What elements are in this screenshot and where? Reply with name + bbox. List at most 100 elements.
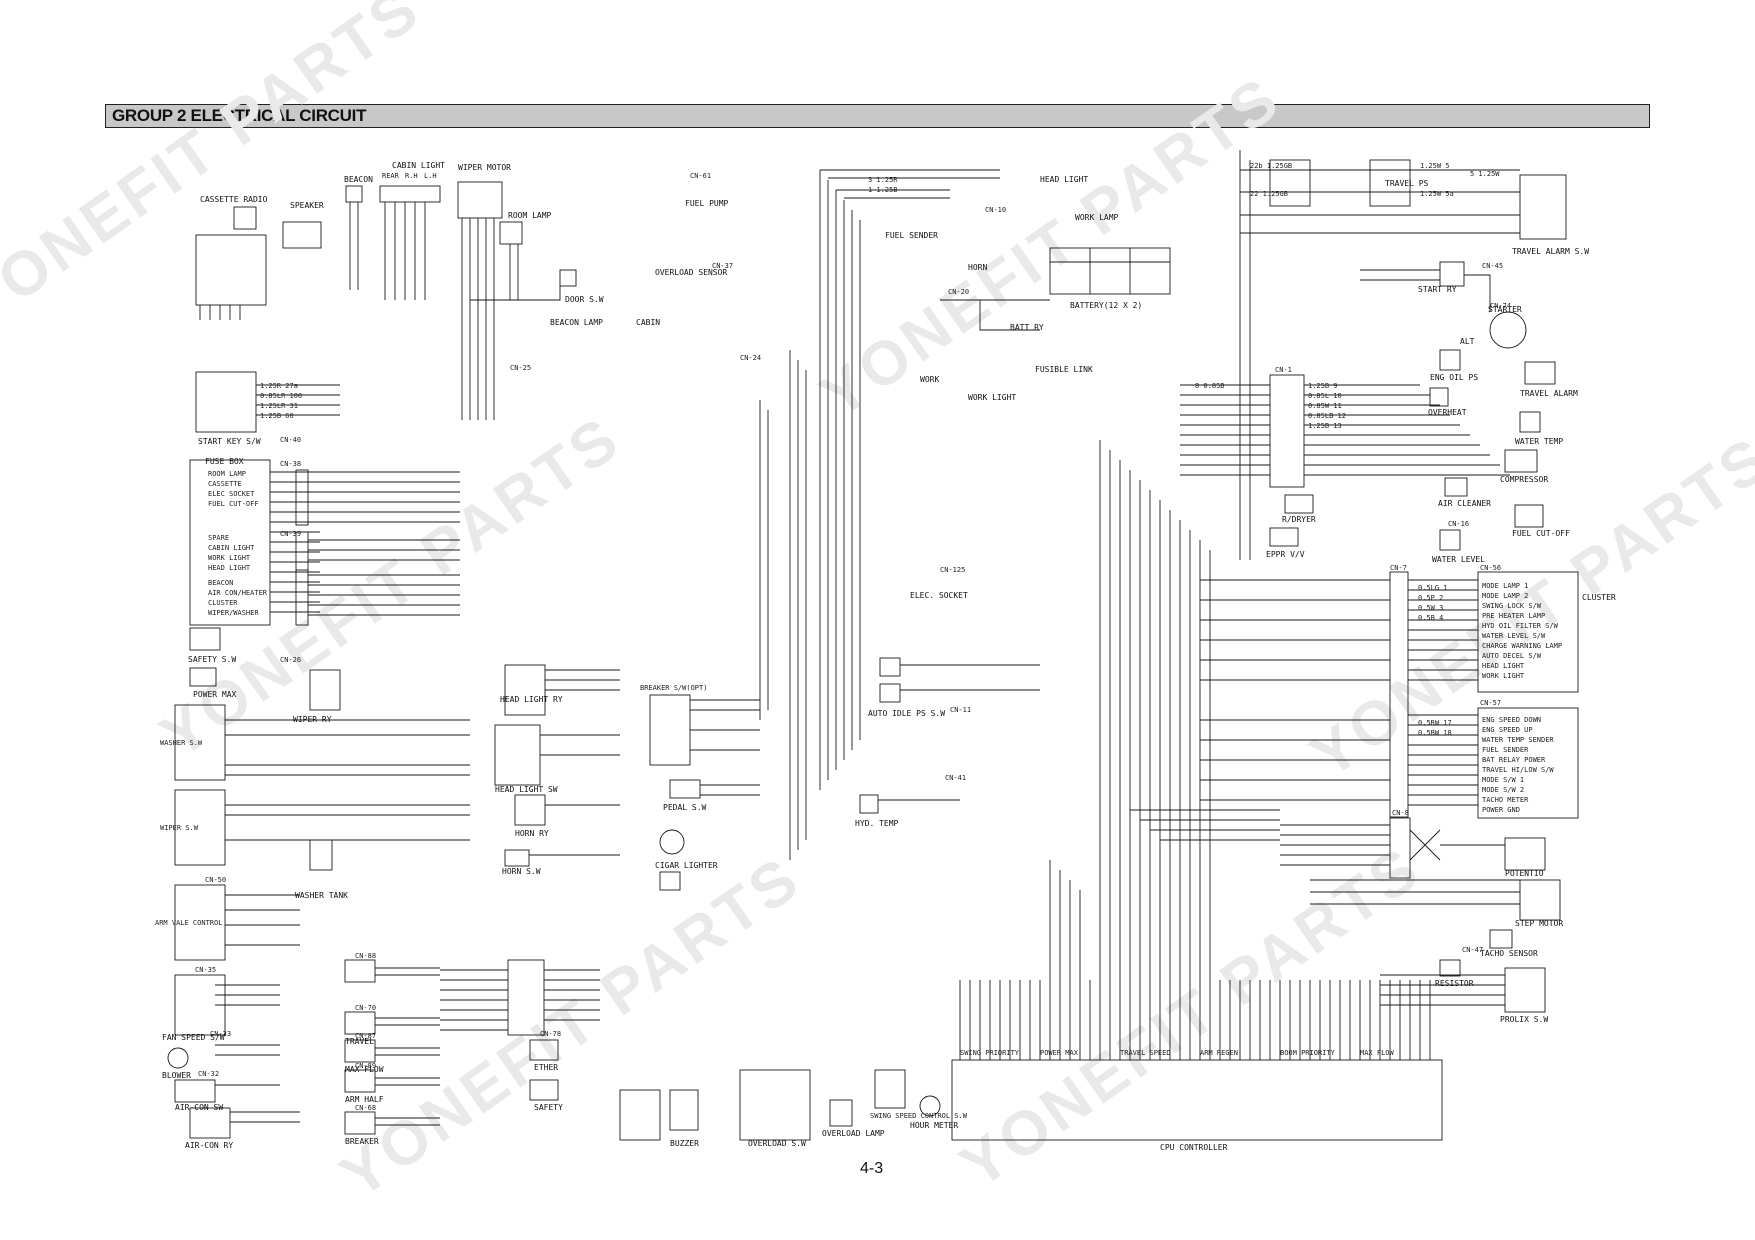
component-label: TRAVEL PS <box>1385 179 1429 188</box>
component-label: HOUR METER <box>910 1121 958 1130</box>
connector-label: CN-87 <box>355 1032 376 1040</box>
breaker-connector <box>344 1111 376 1135</box>
fuse-box-outline <box>189 459 271 626</box>
wire-label: 0.85W 11 <box>1308 402 1342 410</box>
wire-label: 1.25B 60 <box>260 412 294 420</box>
component-label: TACHO SENSOR <box>1480 949 1538 958</box>
component-label: HYD. TEMP <box>855 819 899 828</box>
room-lamp-box <box>499 221 523 245</box>
overheat-box <box>1429 387 1449 407</box>
head-light-switch-box <box>494 724 541 786</box>
arm-half-connector <box>344 1069 376 1093</box>
component-label: TRAVEL ALARM <box>1520 389 1578 398</box>
wire-label: HEAD LIGHT <box>208 564 251 572</box>
connector-label: CN-33 <box>210 1030 231 1038</box>
swing-speed-switch-box <box>874 1069 906 1109</box>
ether-relay <box>619 1089 661 1141</box>
component-label: BEACON LAMP <box>550 318 603 327</box>
component-label: FUSE BOX <box>205 457 244 466</box>
wire-label: ARM REGEN <box>1200 1049 1238 1057</box>
component-label: CABIN LIGHT <box>392 161 445 170</box>
connector-label: CN-39 <box>280 530 301 538</box>
overload-lamp-box <box>829 1099 853 1127</box>
component-label: OVERLOAD S.W <box>748 1139 806 1148</box>
wire-label: POWER GND <box>1482 806 1520 814</box>
component-label: POWER MAX <box>193 690 237 699</box>
wire-label: 1 1.25B <box>868 186 898 194</box>
component-label: ELEC. SOCKET <box>910 591 968 600</box>
compressor-box <box>1504 449 1538 473</box>
cpu-controller-box <box>951 1059 1443 1141</box>
component-label: AUTO IDLE PS S.W <box>868 709 945 718</box>
connector-label: CN-20 <box>948 288 969 296</box>
connector-label: CN-61 <box>690 172 711 180</box>
component-label: HORN RY <box>515 829 549 838</box>
power-max-switch-box <box>189 667 217 687</box>
radio-icon-box <box>233 206 257 230</box>
component-label: ROOM LAMP <box>508 211 552 220</box>
wire-label: ELEC SOCKET <box>208 490 255 498</box>
r-dryer-box <box>1284 494 1314 514</box>
start-key-switch-box <box>195 371 257 433</box>
wire-label: TACHO METER <box>1482 796 1529 804</box>
component-label: SPEAKER <box>290 201 324 210</box>
component-label: HEAD LIGHT RY <box>500 695 563 704</box>
connector-label: CN-11 <box>950 706 971 714</box>
wire-label: 0.5LG 1 <box>1418 584 1448 592</box>
wire-label: FUEL CUT-OFF <box>208 500 259 508</box>
cassette-radio-box <box>195 234 267 306</box>
component-label: STARTER <box>1488 305 1522 314</box>
component-label: BLOWER <box>162 1071 191 1080</box>
wire-label: FUEL SENDER <box>1482 746 1529 754</box>
horn-relay-box <box>514 794 546 826</box>
wire-label: WATER TEMP SENDER <box>1482 736 1554 744</box>
wire-label: 0.85LR 100 <box>260 392 302 400</box>
connector-label: CN-38 <box>280 460 301 468</box>
safety-connector <box>529 1079 559 1101</box>
component-label: AIR CLEANER <box>1438 499 1491 508</box>
starter-motor <box>1489 311 1527 349</box>
wire-label: WORK LIGHT <box>208 554 251 562</box>
wire-label: ROOM LAMP <box>208 470 246 478</box>
wire-label: WATER LEVEL S/W <box>1482 632 1546 640</box>
connector-label: CN-47 <box>1462 946 1483 954</box>
component-label: WORK <box>920 375 939 384</box>
component-label: L.H <box>424 172 437 180</box>
component-label: HORN <box>968 263 987 272</box>
component-label: PEDAL S.W <box>663 803 707 812</box>
wire-label: POWER MAX <box>1040 1049 1079 1057</box>
wire-label: 1.25LR 31 <box>260 402 298 410</box>
door-switch-box <box>559 269 577 287</box>
component-label: POTENTIO <box>1505 869 1544 878</box>
wire-label: CASSETTE <box>208 480 242 488</box>
component-label: HEAD LIGHT <box>1040 175 1088 184</box>
air-con-relay-box <box>189 1107 231 1139</box>
wire-label: CABIN LIGHT <box>208 544 255 552</box>
component-label: WORK LIGHT <box>968 393 1016 402</box>
wire-label: SPARE <box>208 534 229 542</box>
cluster-upper <box>1477 571 1579 693</box>
component-label: CIGAR LIGHTER <box>655 861 718 870</box>
component-label: WATER TEMP <box>1515 437 1563 446</box>
connector-label: CN-45 <box>1482 262 1503 270</box>
connector-label: CN-26 <box>280 656 301 664</box>
wire-label: 1.25B 9 <box>1308 382 1338 390</box>
wiper-switch-box <box>174 789 226 866</box>
wire-label: 0.85LB 12 <box>1308 412 1346 420</box>
component-label: BATT RY <box>1010 323 1044 332</box>
component-label: WORK LAMP <box>1075 213 1119 222</box>
wire-label: SWING PRIORITY <box>960 1049 1020 1057</box>
component-label: BREAKER <box>345 1137 379 1146</box>
wire-label: 1.25R 27a <box>260 382 298 390</box>
connector-label: CN-37 <box>712 262 733 270</box>
connector-label: CN-57 <box>1480 699 1501 707</box>
page-number: 4-3 <box>860 1160 884 1177</box>
component-label: SAFETY <box>534 1103 563 1112</box>
cn-1-connector <box>1269 374 1305 488</box>
component-label: ETHER <box>534 1063 558 1072</box>
component-label: TRAVEL <box>345 1037 374 1046</box>
auto-idle-ps-1 <box>879 657 901 677</box>
wire-label: MODE S/W 1 <box>1482 776 1524 784</box>
wire-label: MODE LAMP 1 <box>1482 582 1528 590</box>
